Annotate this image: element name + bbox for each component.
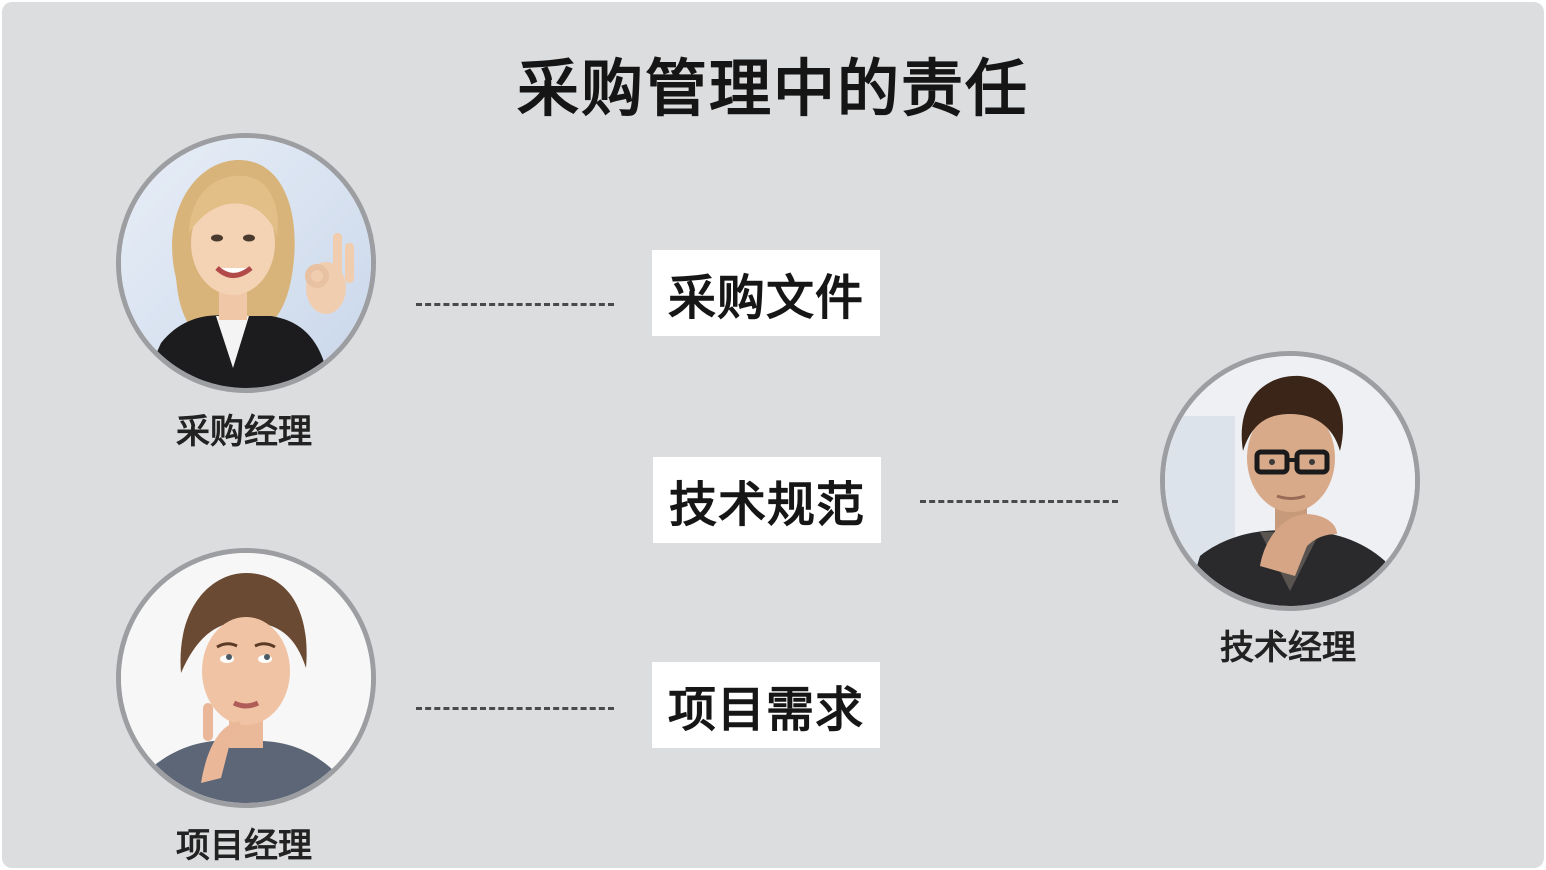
procurement-manager-label: 采购经理 [176, 412, 312, 452]
procurement-manager-avatar [116, 133, 376, 393]
project-manager-label: 项目经理 [176, 826, 312, 866]
connector-technical [920, 500, 1118, 503]
technical-manager-label: 技术经理 [1220, 628, 1356, 668]
connector-procurement [416, 303, 614, 306]
connector-project [416, 707, 614, 710]
project-requirements-box: 项目需求 [652, 662, 880, 748]
technical-specifications-box: 技术规范 [653, 457, 881, 543]
woman-okay-gesture-icon [121, 138, 371, 388]
man-glasses-thinking-icon [1165, 356, 1415, 606]
slide-title: 采购管理中的责任 [516, 52, 1029, 125]
procurement-documents-box: 采购文件 [652, 250, 880, 336]
technical-manager-avatar [1160, 351, 1420, 611]
woman-thinking-icon [121, 553, 371, 803]
project-manager-avatar [116, 548, 376, 808]
